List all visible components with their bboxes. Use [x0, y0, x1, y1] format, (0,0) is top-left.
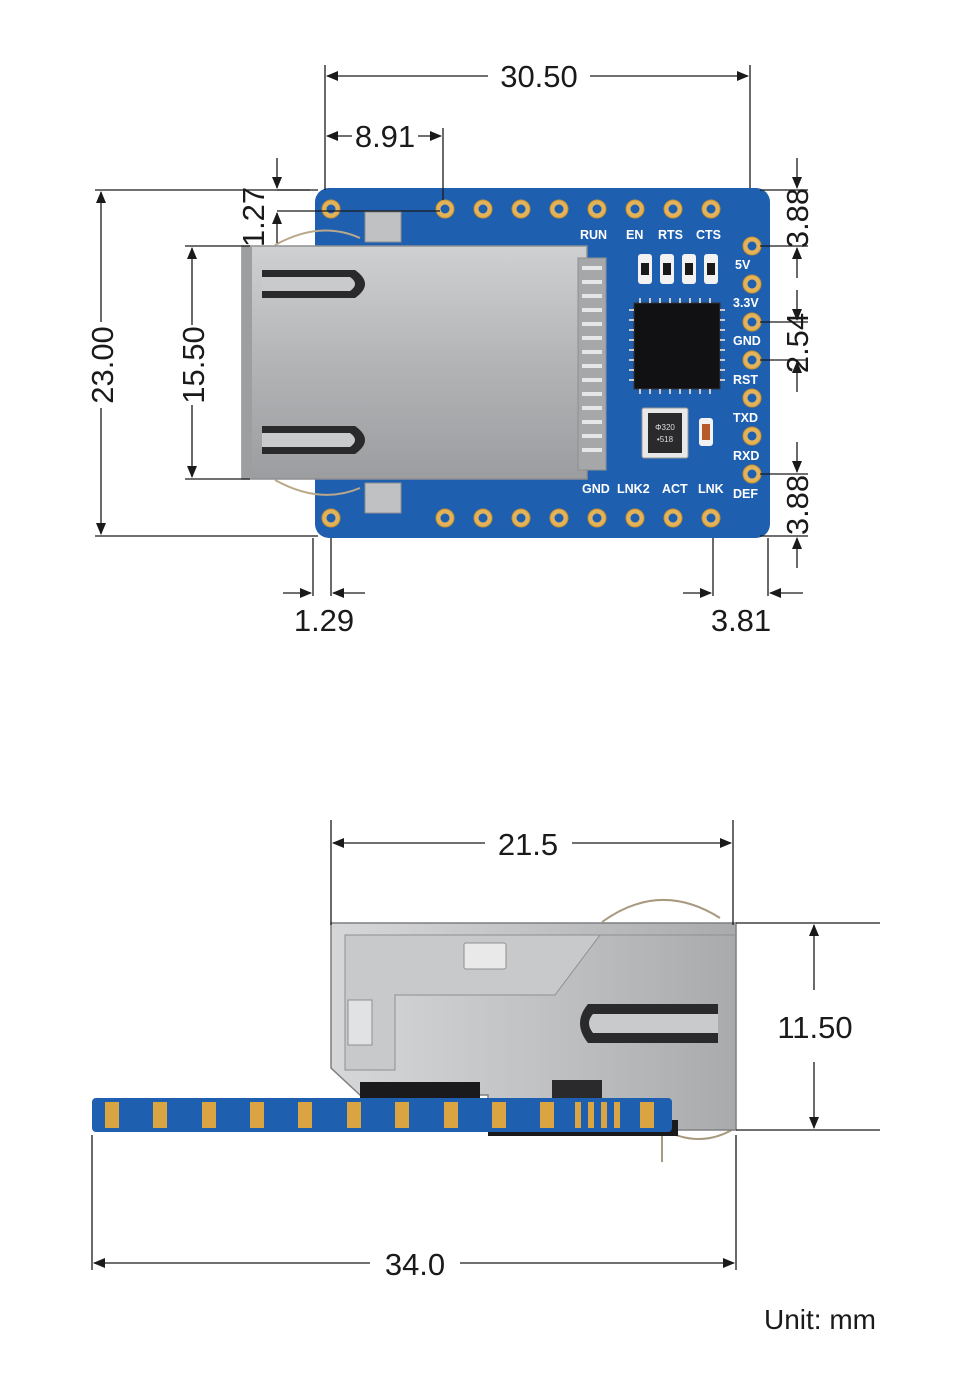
dim-left-bottom-offset: 1.29 [294, 603, 354, 638]
dim-jack-height: 15.50 [176, 326, 211, 404]
label-rts: RTS [658, 228, 683, 242]
top-view-dimension-lines [95, 65, 808, 598]
dim-bottom-right-offset: 3.81 [711, 603, 771, 638]
label-lnk2: LNK2 [617, 482, 650, 496]
label-lnk: LNK [698, 482, 724, 496]
unit-label: Unit: mm [764, 1304, 876, 1335]
label-gnd: GND [733, 334, 761, 348]
label-run: RUN [580, 228, 607, 242]
side-view: 21.5 11.50 34.0 [91, 820, 880, 1282]
rj45-jack [241, 245, 607, 480]
label-en: EN [626, 228, 643, 242]
label-3v3: 3.3V [733, 296, 759, 310]
label-txd: TXD [733, 411, 758, 425]
ethernet-chip [633, 302, 721, 390]
side-gold-pads [105, 1102, 654, 1128]
dim-jack-length: 21.5 [498, 827, 558, 862]
crystal: Φ320 •518 [641, 407, 713, 459]
dim-board-height: 23.00 [85, 326, 120, 404]
label-gnd-bottom: GND [582, 482, 610, 496]
dim-side-height: 11.50 [777, 1010, 852, 1045]
label-cts: CTS [696, 228, 721, 242]
side-view-dimension-lines [91, 820, 880, 1270]
label-rst: RST [733, 373, 758, 387]
dim-pin-pitch: 2.54 [780, 313, 815, 373]
pcb-side [92, 1098, 672, 1132]
dim-board-width: 30.50 [500, 59, 578, 94]
led-array [638, 254, 718, 284]
dim-top-edge-offset: 1.27 [236, 187, 271, 247]
label-act: ACT [662, 482, 688, 496]
crystal-marking-2: •518 [657, 435, 674, 444]
label-5v: 5V [735, 258, 751, 272]
label-rxd: RXD [733, 449, 759, 463]
dim-right-top-offset: 3.88 [780, 188, 815, 248]
dim-first-pin-offset: 8.91 [355, 119, 415, 154]
dim-right-bottom-offset: 3.88 [780, 475, 815, 535]
label-def: DEF [733, 487, 758, 501]
dim-total-length: 34.0 [385, 1247, 445, 1282]
top-view: Φ320 •518 RUN EN RTS CTS 5V 3.3V GND RST… [85, 59, 815, 638]
crystal-marking-1: Φ320 [655, 423, 675, 432]
